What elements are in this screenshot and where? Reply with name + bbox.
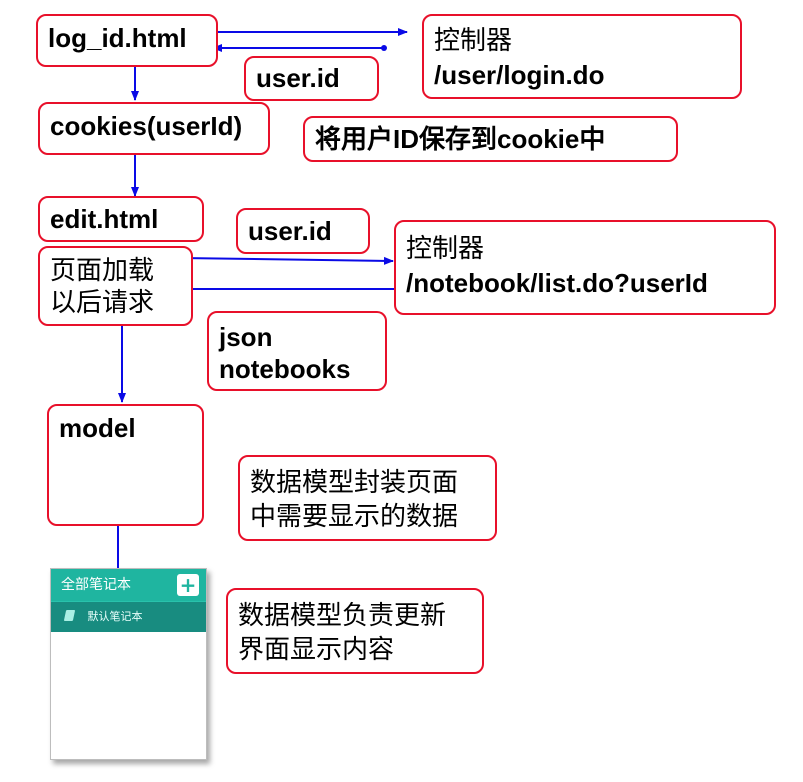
notebook-icon xyxy=(63,610,76,621)
notebook-panel-title: 全部笔记本 xyxy=(61,577,131,593)
list-controller-node: 控制器 /notebook/list.do?userId xyxy=(394,220,776,315)
log-id-node: log_id.html xyxy=(36,14,218,67)
cookies-label: cookies(userId) xyxy=(50,111,243,141)
login-controller-path: /user/login.do xyxy=(434,60,605,90)
notebook-panel-header: 全部笔记本 + xyxy=(51,569,206,601)
model-note-line-1: 数据模型封装页面 xyxy=(250,468,459,498)
list-controller-title: 控制器 xyxy=(406,234,485,264)
user-id-callout-1: user.id xyxy=(244,56,379,101)
update-note-line-1: 数据模型负责更新 xyxy=(238,601,447,631)
list-controller-path: /notebook/list.do?userId xyxy=(406,268,708,298)
edit-node: edit.html xyxy=(38,196,204,242)
cookie-note-callout: 将用户ID保存到cookie中 xyxy=(303,116,678,162)
model-note-callout: 数据模型封装页面 中需要显示的数据 xyxy=(238,455,497,541)
notebook-item-label: 默认笔记本 xyxy=(87,610,143,623)
cookie-note-text: 将用户ID保存到cookie中 xyxy=(315,124,606,154)
user-id-label-2: user.id xyxy=(248,216,332,246)
page-request-node: 页面加载 以后请求 xyxy=(38,246,193,326)
update-note-line-2: 界面显示内容 xyxy=(238,635,395,665)
arrow-request-to-list xyxy=(179,256,394,265)
log-id-label: log_id.html xyxy=(48,23,187,53)
notebooks-label: notebooks xyxy=(219,354,351,384)
page-request-line-1: 页面加载 xyxy=(50,256,155,286)
json-label: json xyxy=(219,322,273,352)
model-node: model xyxy=(47,404,204,526)
model-note-line-2: 中需要显示的数据 xyxy=(250,502,459,532)
notebook-list-item[interactable]: 默认笔记本 xyxy=(51,601,206,632)
login-controller-title: 控制器 xyxy=(434,26,513,56)
notebook-panel: 全部笔记本 + 默认笔记本 xyxy=(50,568,207,760)
user-id-label-1: user.id xyxy=(256,63,340,93)
json-notebooks-callout: json notebooks xyxy=(207,311,387,391)
page-request-line-2: 以后请求 xyxy=(50,288,155,318)
edit-label: edit.html xyxy=(50,204,159,234)
cookies-node: cookies(userId) xyxy=(38,102,270,155)
user-id-callout-2: user.id xyxy=(236,208,370,254)
model-label: model xyxy=(59,413,136,443)
login-controller-node: 控制器 /user/login.do xyxy=(422,14,742,99)
update-note-callout: 数据模型负责更新 界面显示内容 xyxy=(226,588,484,674)
plus-icon[interactable]: + xyxy=(177,574,199,596)
